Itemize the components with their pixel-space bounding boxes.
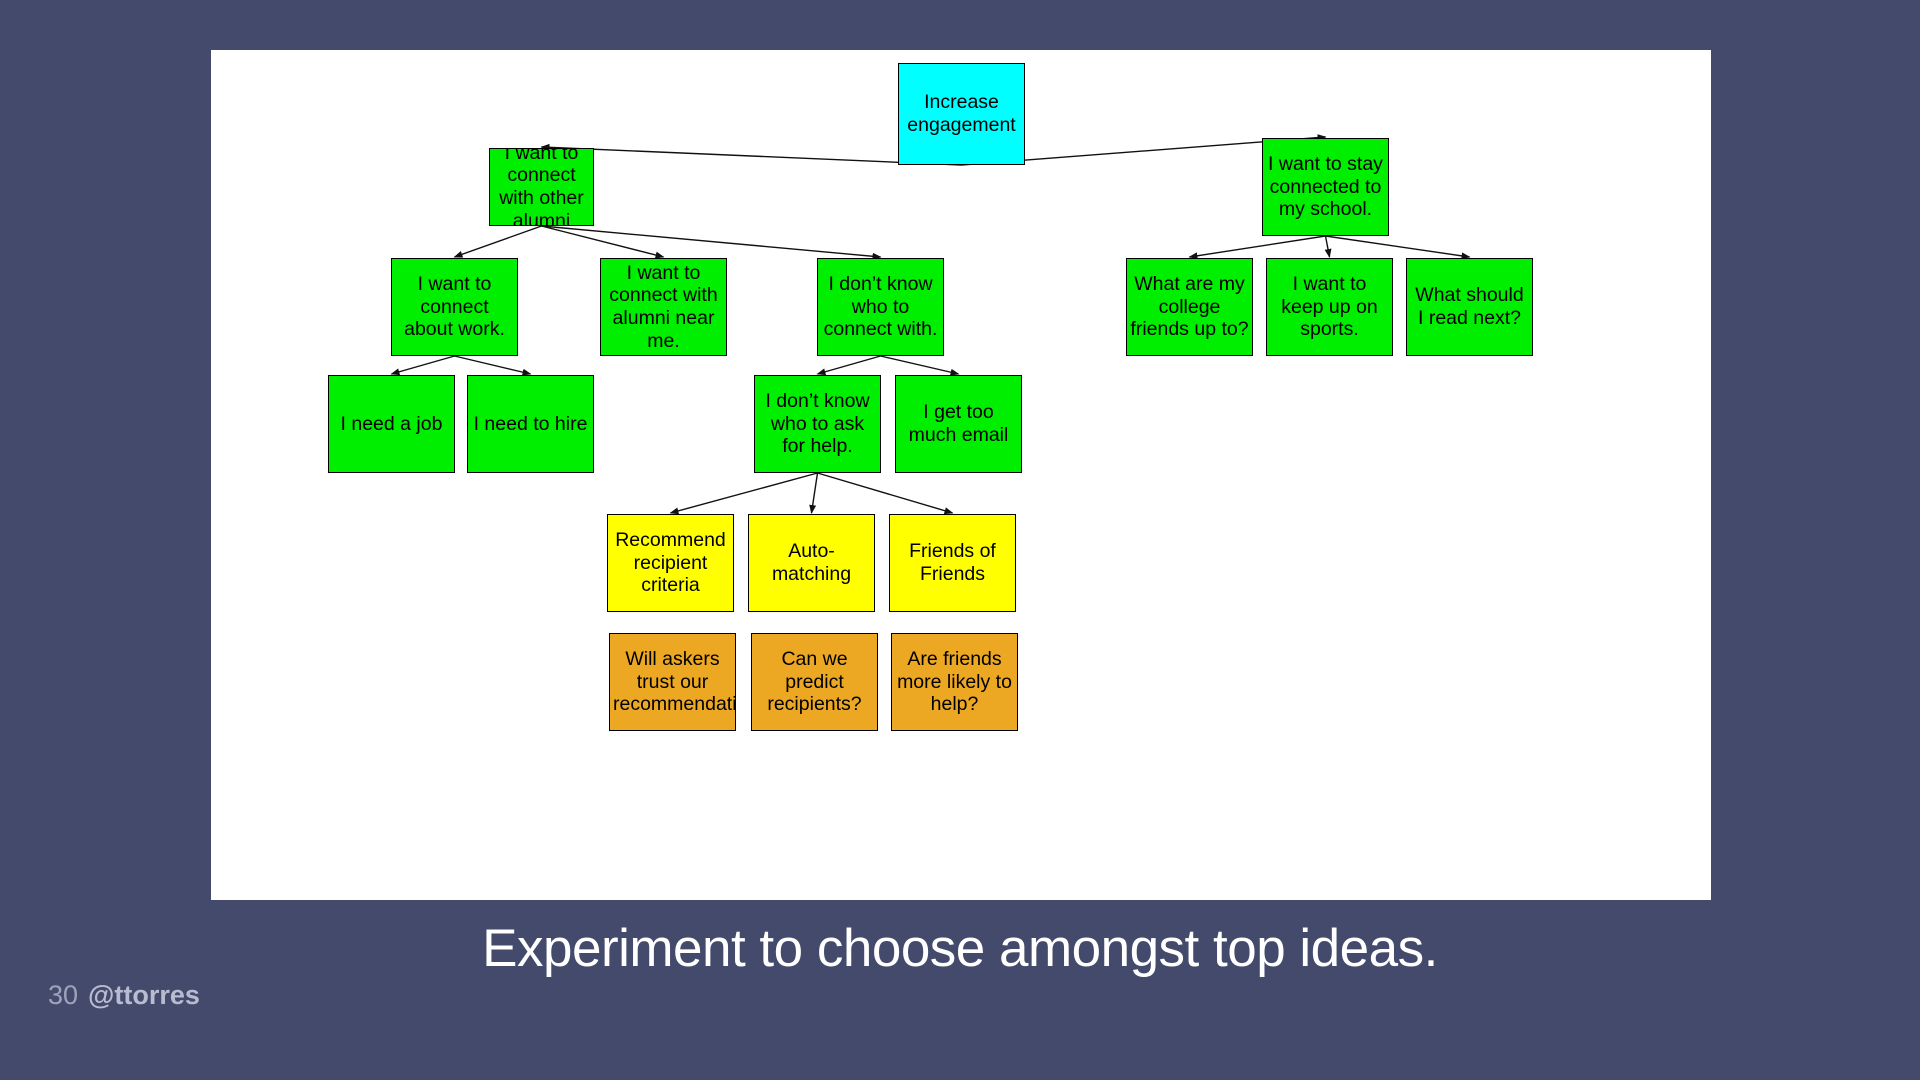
connector-connect-other-alumni-to-dont-know-who-connect-with <box>541 225 882 260</box>
tree-node-label: I get too much email <box>908 401 1009 446</box>
tree-node-are-friends-more-likely-to-help[interactable]: Are friends more likely to help? <box>891 633 1018 731</box>
tree-node-label: What are my college friends up to? <box>1130 273 1249 341</box>
tree-node-connect-other-alumni[interactable]: I want to connect with other alumni <box>489 148 594 226</box>
tree-node-label: I want to connect about work. <box>404 273 505 341</box>
tree-node-label: I don’t know who to connect with. <box>823 273 938 341</box>
tree-node-label: Can we predict recipients? <box>767 648 862 716</box>
tree-node-keep-up-on-sports[interactable]: I want to keep up on sports. <box>1266 258 1393 356</box>
tree-node-recommend-recipient-criteria[interactable]: Recommend recipient criteria <box>607 514 734 612</box>
slide-footer: 30 @ttorres <box>48 980 200 1011</box>
tree-node-can-we-predict-recipients[interactable]: Can we predict recipients? <box>751 633 878 731</box>
tree-node-i-need-a-job[interactable]: I need a job <box>328 375 455 473</box>
connector-connect-other-alumni-to-connect-about-work <box>453 225 542 258</box>
tree-node-label: Increase engagement <box>907 91 1016 136</box>
tree-node-label: Friends of Friends <box>909 540 996 585</box>
tree-node-connect-alumni-near-me[interactable]: I want to connect with alumni near me. <box>600 258 727 356</box>
tree-node-dont-know-who-connect-with[interactable]: I don’t know who to connect with. <box>817 258 944 356</box>
slide-canvas: Increase engagement I want to connect wit… <box>211 50 1711 900</box>
connector-dont-know-who-to-ask-to-friends-of-friends <box>817 472 954 515</box>
connector-dont-know-who-connect-with-to-too-much-email <box>880 355 960 376</box>
tree-node-label: I want to keep up on sports. <box>1281 273 1378 341</box>
connector-connect-about-work-to-i-need-a-job <box>390 355 455 376</box>
tree-node-label: I want to connect with other alumni <box>499 148 584 226</box>
tree-node-label: Are friends more likely to help? <box>897 648 1012 716</box>
slide-caption: Experiment to choose amongst top ideas. <box>482 919 1438 978</box>
connector-stay-connected-school-to-what-should-i-read-next <box>1325 235 1471 260</box>
connector-stay-connected-school-to-college-friends-up-to <box>1188 235 1326 260</box>
tree-node-label: I don’t know who to ask for help. <box>765 390 870 458</box>
tree-node-label: I want to stay connected to my school. <box>1268 153 1383 221</box>
tree-node-college-friends-up-to[interactable]: What are my college friends up to? <box>1126 258 1253 356</box>
tree-node-will-askers-trust[interactable]: Will askers trust our recommendation? <box>609 633 736 731</box>
connector-stay-connected-school-to-keep-up-on-sports <box>1324 235 1332 258</box>
tree-node-dont-know-who-to-ask[interactable]: I don’t know who to ask for help. <box>754 375 881 473</box>
tree-node-auto-matching[interactable]: Auto-matching <box>748 514 875 612</box>
tree-node-label: Auto-matching <box>771 540 852 585</box>
tree-node-friends-of-friends[interactable]: Friends of Friends <box>889 514 1016 612</box>
tree-node-increase-engagement[interactable]: Increase engagement <box>898 63 1025 165</box>
tree-node-i-need-to-hire[interactable]: I need to hire <box>467 375 594 473</box>
tree-node-stay-connected-school[interactable]: I want to stay connected to my school. <box>1262 138 1389 236</box>
tree-node-connect-about-work[interactable]: I want to connect about work. <box>391 258 518 356</box>
connector-dont-know-who-to-ask-to-auto-matching <box>809 472 819 514</box>
tree-node-label: Recommend recipient criteria <box>615 529 726 597</box>
author-handle: @ttorres <box>88 980 200 1010</box>
tree-node-too-much-email[interactable]: I get too much email <box>895 375 1022 473</box>
tree-node-label: What should I read next? <box>1415 284 1524 329</box>
tree-connectors <box>390 134 1471 515</box>
tree-node-label: Will askers trust our recommendation? <box>613 648 735 716</box>
tree-node-label: I need to hire <box>473 412 588 435</box>
tree-node-label: I need a job <box>340 412 443 435</box>
connector-dont-know-who-connect-with-to-dont-know-who-to-ask <box>816 355 881 376</box>
connector-connect-other-alumni-to-connect-alumni-near-me <box>541 225 665 259</box>
connector-dont-know-who-to-ask-to-recommend-recipient-criteria <box>669 472 818 515</box>
tree-node-what-should-i-read-next[interactable]: What should I read next? <box>1406 258 1533 356</box>
connector-connect-about-work-to-i-need-to-hire <box>454 355 532 376</box>
tree-node-label: I want to connect with alumni near me. <box>609 261 718 352</box>
page-number: 30 <box>48 980 79 1010</box>
